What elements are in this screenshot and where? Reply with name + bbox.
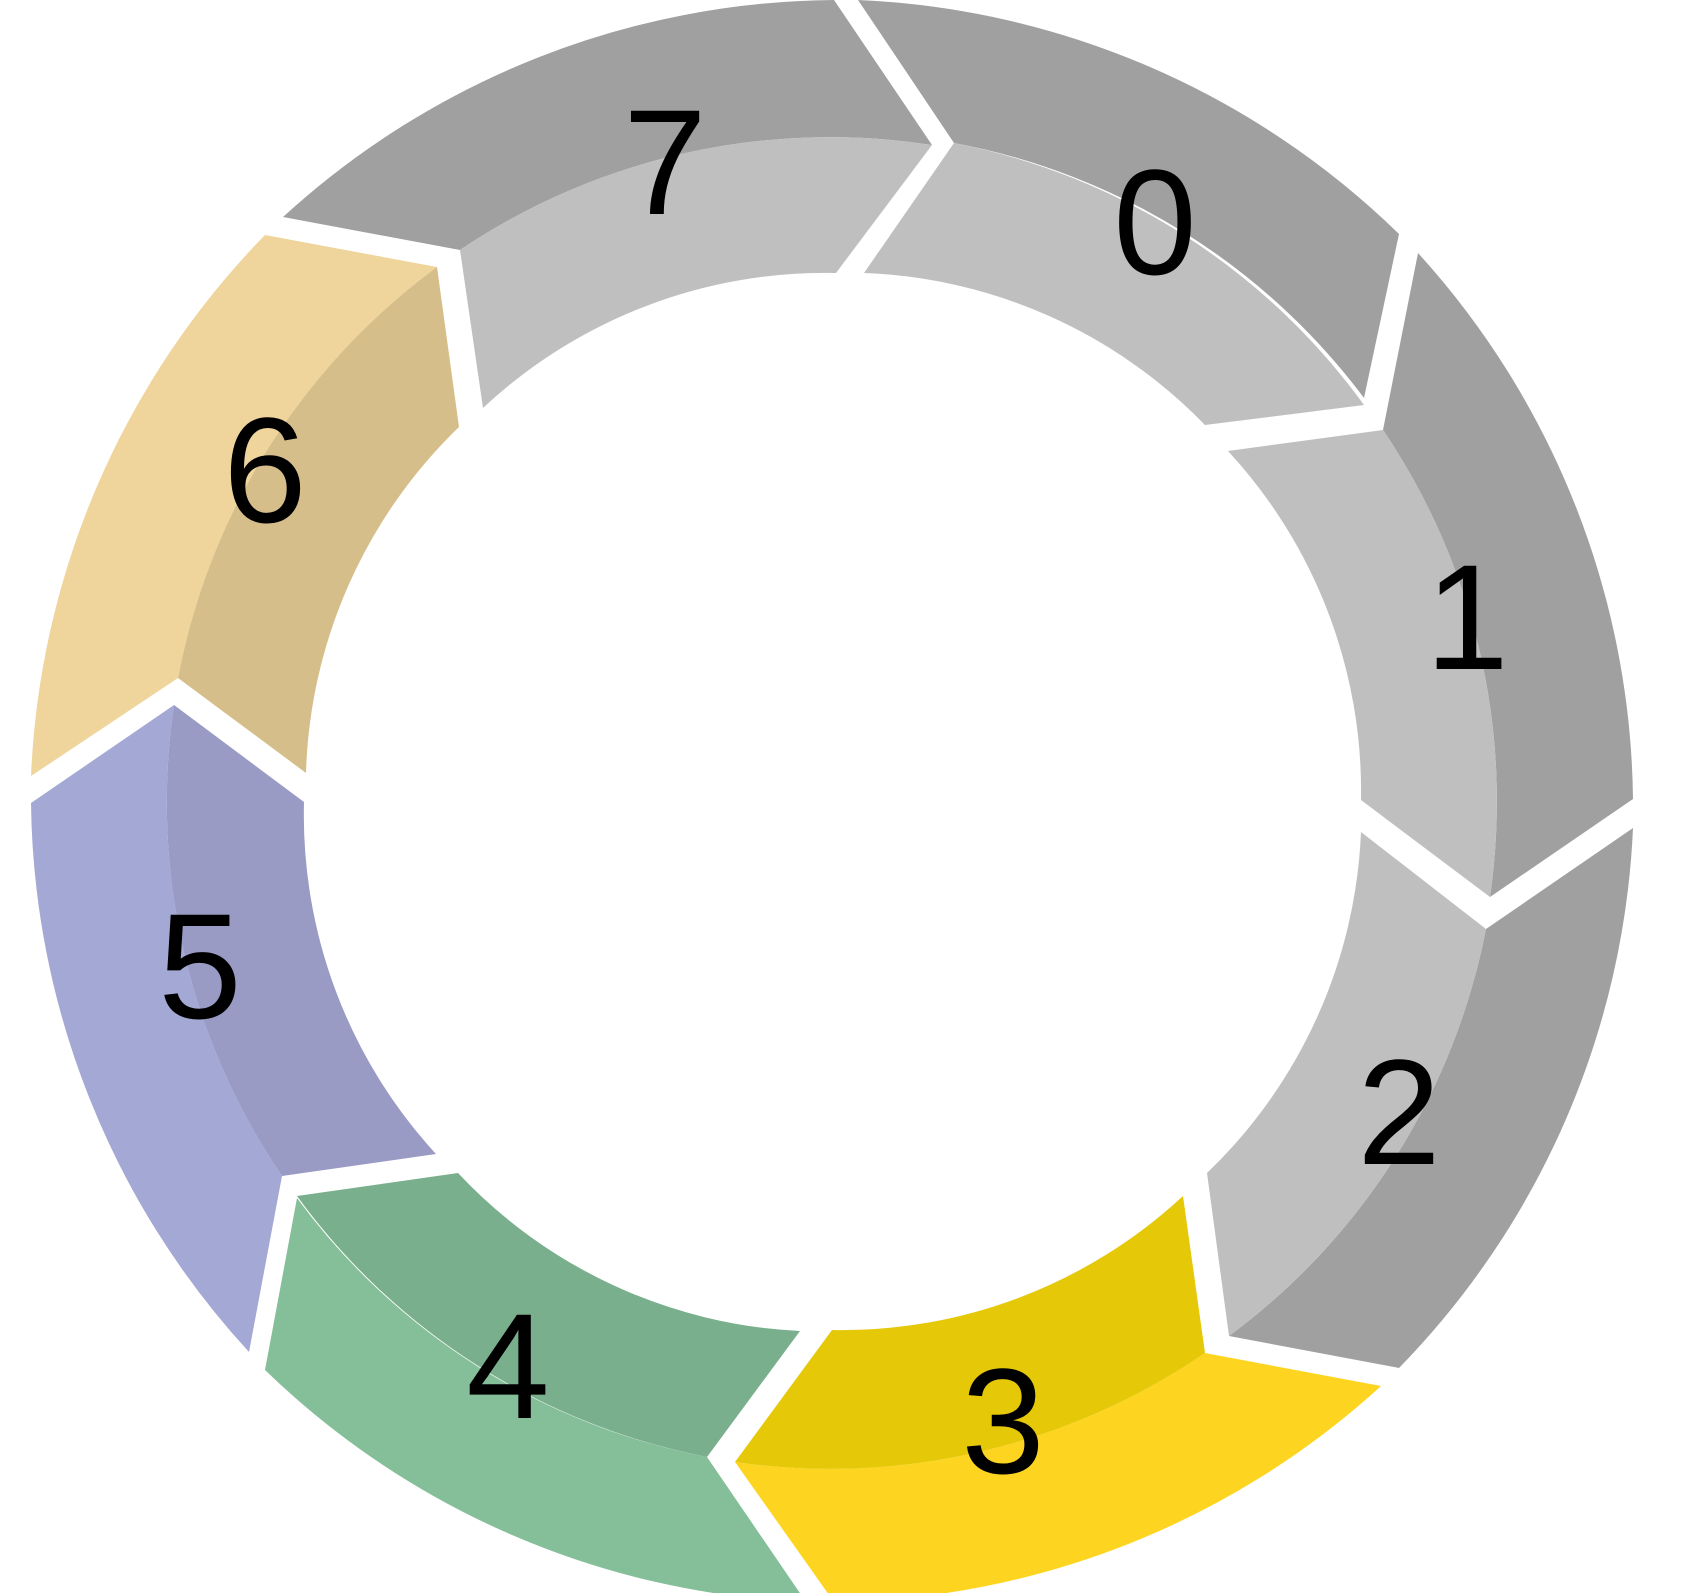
segment-2: 2 (1207, 828, 1633, 1368)
segment-3-outer-band (735, 1353, 1381, 1593)
segment-1-outer-band (1383, 253, 1633, 897)
segment-6-inner-band (178, 267, 459, 773)
segment-7-outer-band (283, 0, 932, 250)
segment-6: 6 (31, 235, 459, 776)
segment-4-outer-band (265, 1198, 800, 1593)
segment-5-label: 5 (158, 882, 241, 1050)
segment-5: 5 (31, 705, 436, 1352)
segment-3-label: 3 (961, 1337, 1044, 1505)
segment-6-outer-band (31, 235, 437, 776)
segment-0-inner-band (864, 143, 1364, 425)
segment-0-outer-band (858, 0, 1399, 398)
segment-7-inner-band (460, 137, 932, 408)
segment-4: 4 (265, 1173, 800, 1593)
segment-5-outer-band (31, 705, 282, 1352)
segment-2-label: 2 (1357, 1028, 1440, 1196)
segment-4-inner-band (297, 1173, 800, 1457)
segment-6-label: 6 (223, 386, 306, 554)
segment-2-inner-band (1207, 832, 1486, 1336)
segment-5-inner-band (166, 705, 436, 1176)
segment-1: 1 (1228, 253, 1633, 897)
segment-0-label: 0 (1113, 138, 1196, 306)
segment-1-label: 1 (1425, 533, 1508, 701)
segment-7-label: 7 (623, 78, 706, 246)
segment-4-label: 4 (466, 1282, 549, 1450)
segment-7: 7 (283, 0, 932, 408)
segment-1-inner-band (1228, 430, 1497, 897)
segment-0: 0 (858, 0, 1399, 425)
segment-2-outer-band (1229, 828, 1633, 1368)
segment-3-inner-band (735, 1196, 1205, 1469)
segment-3: 3 (735, 1196, 1381, 1593)
